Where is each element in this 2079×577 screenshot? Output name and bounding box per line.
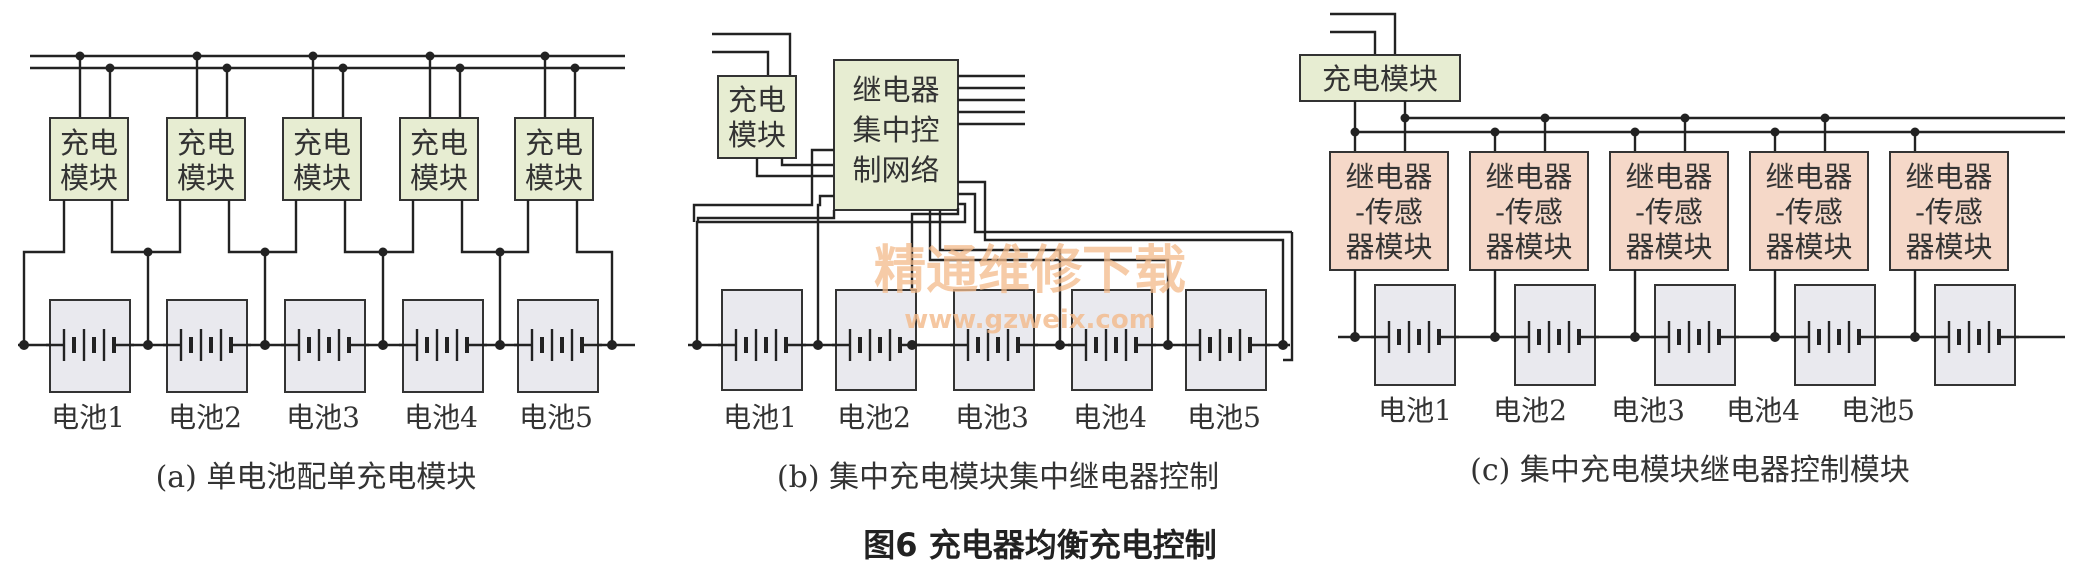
module-label: 充电: [728, 83, 786, 117]
relay-sensor-module: 继电器 -传感 器模块: [1469, 113, 1589, 271]
battery-cell: [1794, 284, 1876, 386]
relay-sensor-module: 继电器 -传感 器模块: [1609, 113, 1729, 271]
panel-caption: (c) 集中充电模块继电器控制模块: [1470, 453, 1910, 488]
relay-sensor-module: 继电器 -传感 器模块: [1329, 113, 1449, 271]
panel-caption: (b) 集中充电模块集中继电器控制: [777, 460, 1219, 495]
battery-label: 电池1: [51, 401, 125, 434]
module-label: 模块: [293, 161, 351, 195]
module-label: 模块: [60, 161, 118, 195]
charge-module: [1299, 54, 1461, 102]
battery-label: 电池3: [286, 401, 360, 434]
battery-label: 电池1: [1378, 394, 1452, 427]
battery-label: 电池2: [1493, 394, 1567, 427]
relay-sensor-module: 继电器 -传感 器模块: [1749, 113, 1869, 271]
module-label: 模块: [525, 161, 583, 195]
battery-label: 电池1: [723, 401, 797, 434]
module-label: 充电模块: [1322, 62, 1438, 96]
relay-label: 器模块: [1905, 230, 1992, 264]
relay-label: 器模块: [1345, 230, 1432, 264]
relay-label: 继电器: [1625, 160, 1712, 194]
relay-label: -传感: [1915, 195, 1983, 229]
battery-label: 电池2: [168, 401, 242, 434]
battery-cell: [1185, 289, 1267, 391]
relay-label: 继电器: [1765, 160, 1852, 194]
charge-module: 充电 模块: [500, 51, 614, 345]
battery-cell: [1654, 284, 1736, 386]
panel-a: 充电 模块 充电 模块 充电 模块: [18, 51, 635, 495]
figure-title: 图6 充电器均衡充电控制: [863, 526, 1216, 564]
relay-label: 器模块: [1765, 230, 1852, 264]
panel-c: 充电模块 继电器 -传感 器模块 继电器 -传感 器模块 继电器 -传感: [1299, 12, 2065, 488]
battery-label: 电池5: [519, 401, 593, 434]
battery-cell: [721, 289, 803, 391]
charge-module: 充电 模块: [383, 51, 502, 345]
charge-module: 充电 模块: [148, 51, 267, 345]
module-label: 模块: [177, 161, 235, 195]
module-label: 充电: [410, 126, 468, 160]
battery-label: 电池4: [404, 401, 478, 434]
battery-label: 电池3: [1611, 394, 1685, 427]
relay-control-network: [833, 59, 959, 211]
relay-label: 器模块: [1485, 230, 1572, 264]
panel-b: 充电 模块 继电器 集中控 制网络: [688, 32, 1294, 495]
charge-module: 充电 模块: [265, 51, 385, 345]
module-label: 模块: [728, 118, 786, 152]
relay-label: -传感: [1635, 195, 1703, 229]
relay-label: 继电器: [1345, 160, 1432, 194]
battery-label: 电池5: [1187, 401, 1261, 434]
relay-label: 继电器: [1905, 160, 1992, 194]
module-label: 充电: [293, 126, 351, 160]
relay-net-label: 继电器: [852, 73, 939, 107]
relay-net-label: 集中控: [852, 113, 939, 147]
relay-label: 继电器: [1485, 160, 1572, 194]
relay-label: -传感: [1355, 195, 1423, 229]
battery-label: 电池3: [955, 401, 1029, 434]
module-label: 充电: [177, 126, 235, 160]
battery-label: 电池5: [1841, 394, 1915, 427]
watermark-text: 精通维修下载: [874, 240, 1186, 301]
module-label: 充电: [60, 126, 118, 160]
battery-label: 电池2: [837, 401, 911, 434]
relay-label: -传感: [1775, 195, 1843, 229]
watermark-url: www.gzweix.com: [904, 305, 1156, 335]
relay-label: 器模块: [1625, 230, 1712, 264]
battery-label: 电池4: [1726, 394, 1800, 427]
relay-label: -传感: [1495, 195, 1563, 229]
module-label: 充电: [525, 126, 583, 160]
battery-label: 电池4: [1073, 401, 1147, 434]
relay-sensor-module: 继电器 -传感 器模块: [1889, 127, 2009, 271]
relay-net-label: 制网络: [852, 153, 939, 187]
battery-cell: [1374, 284, 1456, 386]
battery-cell: [1514, 284, 1596, 386]
panel-caption: (a) 单电池配单充电模块: [156, 460, 477, 495]
battery-cell: [1934, 284, 2016, 386]
module-label: 模块: [410, 161, 468, 195]
charge-module: 充电 模块: [22, 51, 150, 345]
